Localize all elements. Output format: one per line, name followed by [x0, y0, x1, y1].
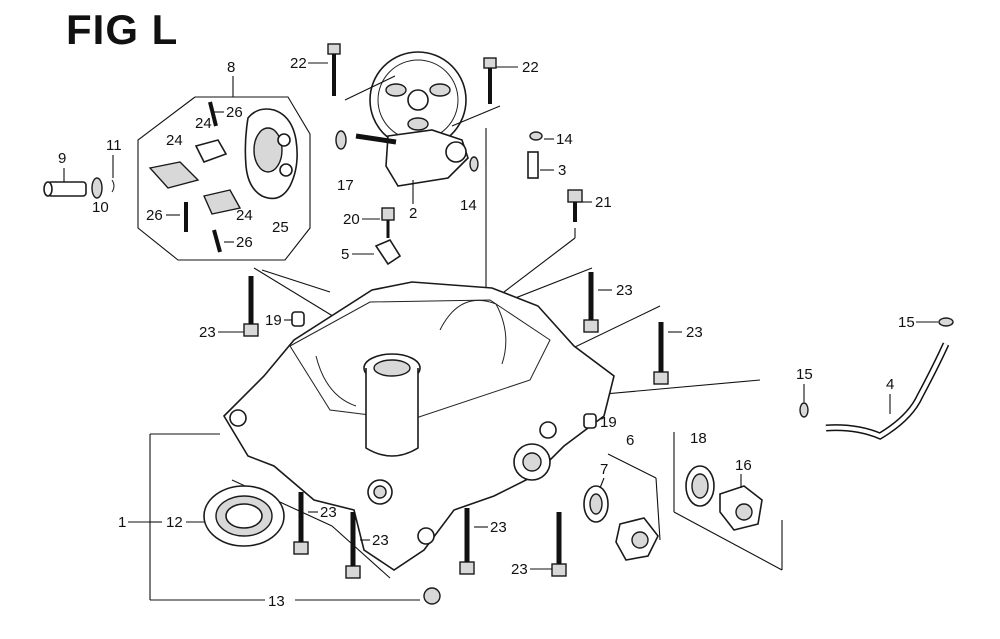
bolt-21 — [567, 189, 583, 222]
oil-pump — [355, 51, 469, 187]
callout-19: 19 — [265, 312, 282, 329]
callout-15: 15 — [796, 366, 813, 383]
oil-tube-3 — [469, 131, 543, 205]
callout-6: 6 — [626, 432, 634, 449]
callout-22: 22 — [522, 59, 539, 76]
callout-13: 13 — [268, 593, 285, 610]
callout-16: 16 — [735, 457, 752, 474]
callout-8: 8 — [227, 59, 235, 76]
callout-23: 23 — [686, 324, 703, 341]
callout-26: 26 — [226, 104, 243, 121]
dowel-19-b — [583, 413, 597, 429]
callout-7: 7 — [600, 461, 608, 478]
callout-labels: 8 26 24 24 26 24 25 26 9 11 10 22 22 17 … — [58, 55, 938, 610]
dowel-19-a — [291, 311, 305, 327]
nut-13 — [423, 587, 441, 605]
callout-26: 26 — [236, 234, 253, 251]
callout-23: 23 — [616, 282, 633, 299]
figure-title: FIG L — [66, 6, 179, 53]
callout-21: 21 — [595, 194, 612, 211]
callout-23: 23 — [490, 519, 507, 536]
callout-2: 2 — [409, 205, 417, 222]
callout-24: 24 — [166, 132, 183, 149]
callout-24: 24 — [236, 207, 253, 224]
crankcase-cover — [222, 281, 615, 571]
governor-subassembly-frame — [137, 76, 311, 261]
callout-15: 15 — [898, 314, 915, 331]
washer-18-plug-16 — [685, 465, 763, 531]
callout-23: 23 — [320, 504, 337, 521]
callout-3: 3 — [558, 162, 566, 179]
callout-14: 14 — [460, 197, 477, 214]
callout-17: 17 — [337, 177, 354, 194]
callout-24: 24 — [195, 115, 212, 132]
oil-seal-12 — [203, 485, 285, 547]
bolts-22 — [327, 43, 497, 104]
callout-23: 23 — [199, 324, 216, 341]
callout-26: 26 — [146, 207, 163, 224]
callout-20: 20 — [343, 211, 360, 228]
callout-1: 1 — [118, 514, 126, 531]
callout-18: 18 — [690, 430, 707, 447]
washer-7-plug-6 — [583, 485, 659, 561]
callout-12: 12 — [166, 514, 183, 531]
callout-11: 11 — [106, 137, 122, 154]
washer-17 — [335, 130, 347, 150]
callout-9: 9 — [58, 150, 66, 167]
callout-10: 10 — [92, 199, 109, 216]
callout-22: 22 — [290, 55, 307, 72]
callout-4: 4 — [886, 376, 894, 393]
governor-shaft-parts — [43, 177, 115, 199]
callout-23: 23 — [511, 561, 528, 578]
callout-19: 19 — [600, 414, 617, 431]
oil-tube-4 — [799, 317, 954, 440]
callout-14: 14 — [556, 131, 573, 148]
bolt-20-bracket-5 — [374, 207, 402, 266]
callout-5: 5 — [341, 246, 349, 263]
governor-parts — [148, 101, 298, 253]
callout-25: 25 — [272, 219, 289, 236]
callout-23: 23 — [372, 532, 389, 549]
bolts-23 — [243, 272, 669, 579]
